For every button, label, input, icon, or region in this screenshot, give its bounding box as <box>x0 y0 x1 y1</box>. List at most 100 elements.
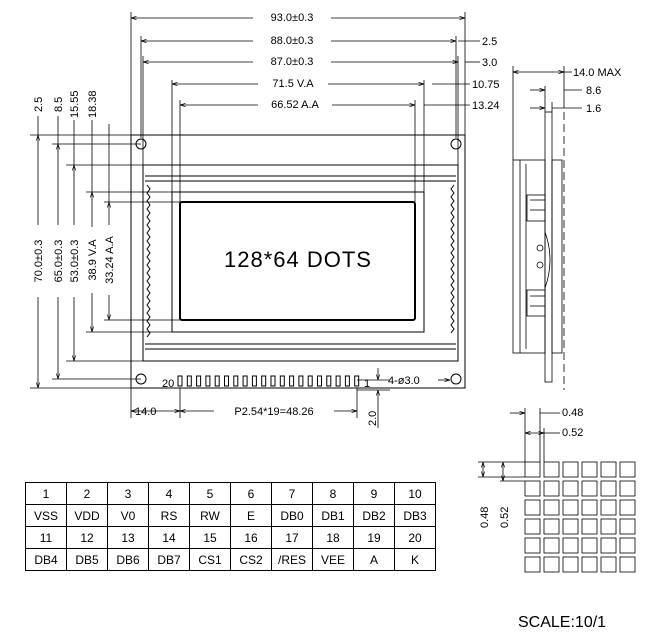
pin-pad <box>344 375 350 387</box>
pin-number-cell: 4 <box>148 482 190 505</box>
pin-name-cell: DB4 <box>25 548 67 571</box>
pin-20-label: 20 <box>162 378 174 390</box>
pin-name-cell: DB2 <box>353 504 395 527</box>
dim-pin-pitch: P2.54*19=48.26 <box>234 406 313 418</box>
pin-number-cell: 8 <box>312 482 354 505</box>
pin-number-cell: 1 <box>25 482 67 505</box>
pin-number-cell: 20 <box>394 526 436 549</box>
dot-cell <box>600 499 617 516</box>
side-pcb <box>544 111 553 383</box>
dim-thickness-1-6: 1.6 <box>586 103 601 115</box>
dots-label: 128*64 DOTS <box>224 247 372 272</box>
dim-dot-width: 0.48 <box>562 407 583 419</box>
dot-cell <box>619 537 636 554</box>
dim-offset-3-0: 3.0 <box>482 57 497 69</box>
pin-name-cell: E <box>230 504 272 527</box>
dim-left-18-38: 18.38 <box>87 90 99 118</box>
dot-cell <box>524 480 541 497</box>
dim-width-87: 87.0±0.3 <box>271 56 314 68</box>
mount-hole-tr <box>450 138 462 150</box>
dim-offset-10-75: 10.75 <box>472 79 500 91</box>
pin-number-cell: 6 <box>230 482 272 505</box>
dim-thickness-max: 14.0 MAX <box>573 67 622 79</box>
dot-cell <box>543 537 560 554</box>
pcb-outline <box>130 134 466 389</box>
pin-pad <box>307 375 313 387</box>
pin-1-label: 1 <box>364 378 370 390</box>
pin-number-cell: 10 <box>394 482 436 505</box>
pin-name-cell: CS1 <box>189 548 231 571</box>
pin-pad <box>354 375 360 387</box>
dim-dot-pitch: 0.52 <box>562 427 583 439</box>
dim-dot-height: 0.48 <box>479 507 491 528</box>
dim-dot-vpitch: 0.52 <box>499 507 511 528</box>
side-view <box>512 66 582 390</box>
pin-pad <box>177 375 183 387</box>
dot-grid <box>524 461 636 573</box>
pin-name-cell: DB0 <box>271 504 313 527</box>
dim-va-height: 38.9 V.A <box>87 239 99 281</box>
pin-number-cell: 16 <box>230 526 272 549</box>
dot-cell <box>600 480 617 497</box>
pin-number-cell: 11 <box>25 526 67 549</box>
dim-left-15-55: 15.55 <box>69 90 81 118</box>
dot-cell <box>562 518 579 535</box>
scale-label: SCALE:10/1 <box>518 614 606 631</box>
pin-pad <box>233 375 239 387</box>
dot-cell <box>543 480 560 497</box>
pin-pad <box>261 375 267 387</box>
dim-height-53: 53.0±0.3 <box>69 240 81 283</box>
dim-aa-height: 33.24 A.A <box>104 235 116 283</box>
pin-number-cell: 12 <box>66 526 108 549</box>
viewing-area <box>171 191 425 333</box>
dot-cell <box>562 461 579 478</box>
pin-number-cell: 15 <box>189 526 231 549</box>
pin-number-cell: 17 <box>271 526 313 549</box>
pin-number-cell: 13 <box>107 526 149 549</box>
dot-cell <box>600 556 617 573</box>
dot-cell <box>600 461 617 478</box>
pin-name-cell: DB3 <box>394 504 436 527</box>
dim-width-93: 93.0±0.3 <box>271 12 314 24</box>
dot-cell <box>619 499 636 516</box>
dim-height-65: 65.0±0.3 <box>53 240 65 283</box>
pin-pad <box>251 375 257 387</box>
pin-pad <box>242 375 248 387</box>
dot-cell <box>543 461 560 478</box>
dim-left-2-5: 2.5 <box>33 97 45 112</box>
dim-width-88: 88.0±0.3 <box>271 35 314 47</box>
mount-hole-br <box>450 373 462 385</box>
pin-pad <box>298 375 304 387</box>
pin-name-cell: CS2 <box>230 548 272 571</box>
dim-left-8-5: 8.5 <box>53 97 65 112</box>
active-area <box>179 201 416 321</box>
pin-number-cell: 18 <box>312 526 354 549</box>
bezel-outline <box>142 164 459 362</box>
dot-cell <box>543 518 560 535</box>
dot-cell <box>524 556 541 573</box>
dot-cell <box>524 537 541 554</box>
dot-matrix-detail <box>478 408 636 573</box>
dot-cell <box>524 518 541 535</box>
dot-cell <box>524 461 541 478</box>
dot-cell <box>581 556 598 573</box>
pin-name-cell: VDD <box>66 504 108 527</box>
dot-cell <box>619 518 636 535</box>
pin-number-cell: 5 <box>189 482 231 505</box>
pin-name-cell: VSS <box>25 504 67 527</box>
dot-cell <box>562 499 579 516</box>
frame-edge-left <box>146 184 151 338</box>
dot-cell <box>581 518 598 535</box>
pin-name-cell: DB5 <box>66 548 108 571</box>
dot-cell <box>581 537 598 554</box>
dim-offset-2-5: 2.5 <box>482 36 497 48</box>
dot-cell <box>619 480 636 497</box>
dot-cell <box>524 499 541 516</box>
pin-pad <box>205 375 211 387</box>
dot-cell <box>562 537 579 554</box>
pin-name-cell: K <box>394 548 436 571</box>
pin-number-cell: 14 <box>148 526 190 549</box>
